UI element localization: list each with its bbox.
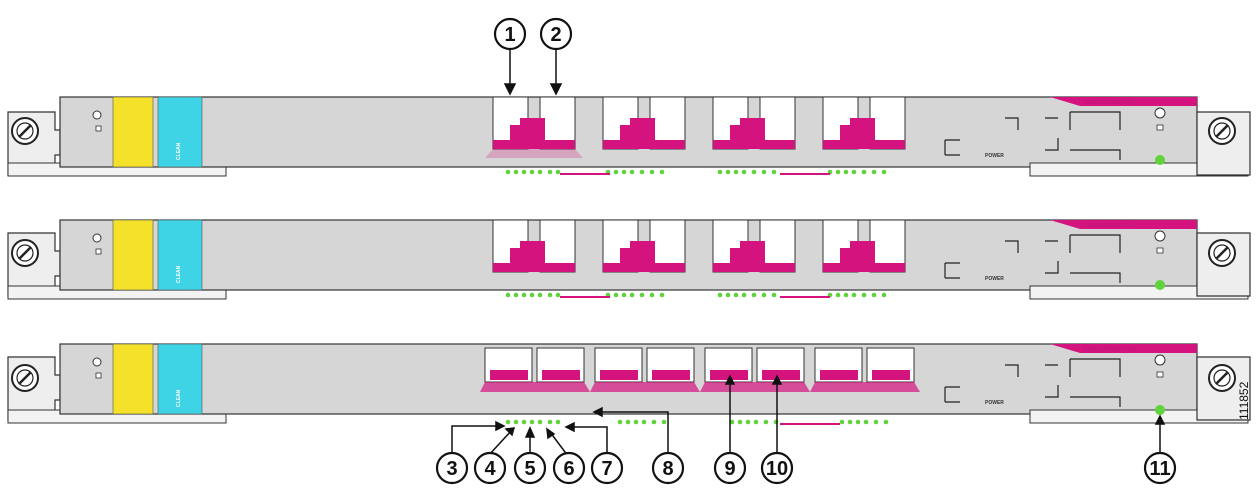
svg-text:6: 6 xyxy=(563,458,574,480)
port-group-0 xyxy=(492,219,576,273)
svg-text:11: 11 xyxy=(1149,458,1170,480)
callout-3: 3 xyxy=(435,451,469,485)
svg-text:7: 7 xyxy=(601,458,612,480)
port-group-1 xyxy=(602,96,686,150)
svg-text:10: 10 xyxy=(766,458,788,480)
vsr-port-group-3 xyxy=(810,347,920,392)
callout-8: 8 xyxy=(651,451,685,485)
callout-1: 1 xyxy=(493,17,527,51)
clean-label xyxy=(157,96,203,168)
callout-6: 6 xyxy=(552,451,586,485)
model-strip xyxy=(1050,97,1197,106)
port-group-1 xyxy=(602,219,686,273)
svg-text:1: 1 xyxy=(504,24,515,46)
line-card-1: 8XOC3-POS/SFP-SR CLEAN xyxy=(7,96,1251,177)
callout-4: 4 xyxy=(473,451,507,485)
svg-text:9: 9 xyxy=(724,458,735,480)
callout-10: 10 xyxy=(760,451,794,485)
vsr-port-group-1 xyxy=(590,347,700,392)
model-label: 8XOC3-POS/SFP-SR xyxy=(1085,100,1134,106)
svg-text:4: 4 xyxy=(484,458,496,480)
led-row xyxy=(505,169,887,175)
port-group-2 xyxy=(712,96,796,150)
clean-label xyxy=(157,219,203,291)
laser-warning-label xyxy=(112,343,154,415)
svg-text:POWER: POWER xyxy=(985,276,1004,282)
callout-9: 9 xyxy=(713,451,747,485)
svg-text:POWER: POWER xyxy=(985,400,1004,406)
status-led xyxy=(1155,280,1165,290)
callout-7: 7 xyxy=(590,451,624,485)
laser-warning-label xyxy=(112,219,154,291)
line-card-2: 8XOC3-POS/SFP-SR CLEAN xyxy=(7,219,1251,300)
port-group-0 xyxy=(485,96,583,158)
status-led xyxy=(1155,155,1165,165)
callout-2: 2 xyxy=(539,17,573,51)
svg-text:CLEAN: CLEAN xyxy=(176,265,182,283)
model-label: 8XOC3-POS/SFP-VSR xyxy=(1085,347,1137,353)
vsr-port-group-0 xyxy=(480,347,590,392)
svg-text:CLEAN: CLEAN xyxy=(176,142,182,160)
port-group-3 xyxy=(822,96,906,150)
led-row xyxy=(505,419,889,425)
led-row xyxy=(505,292,887,298)
line-card-3: 8XOC3-POS/SFP-VSR CLEAN xyxy=(7,343,1251,425)
callout-11: 11 xyxy=(1143,451,1177,485)
svg-text:5: 5 xyxy=(524,458,535,480)
laser-warning-label xyxy=(112,96,154,168)
callout-leaders xyxy=(451,50,1166,457)
svg-text:CLEAN: CLEAN xyxy=(176,389,182,407)
svg-text:3: 3 xyxy=(446,458,457,480)
callout-5: 5 xyxy=(513,451,547,485)
svg-text:2: 2 xyxy=(550,24,561,46)
model-label: 8XOC3-POS/SFP-SR xyxy=(1085,223,1134,229)
status-led xyxy=(1155,405,1165,415)
svg-text:8: 8 xyxy=(662,458,673,480)
clean-label xyxy=(157,343,203,415)
svg-text:POWER: POWER xyxy=(985,153,1004,159)
figure-id: 111852 xyxy=(1237,381,1251,420)
port-group-3 xyxy=(822,219,906,273)
port-group-2 xyxy=(712,219,796,273)
